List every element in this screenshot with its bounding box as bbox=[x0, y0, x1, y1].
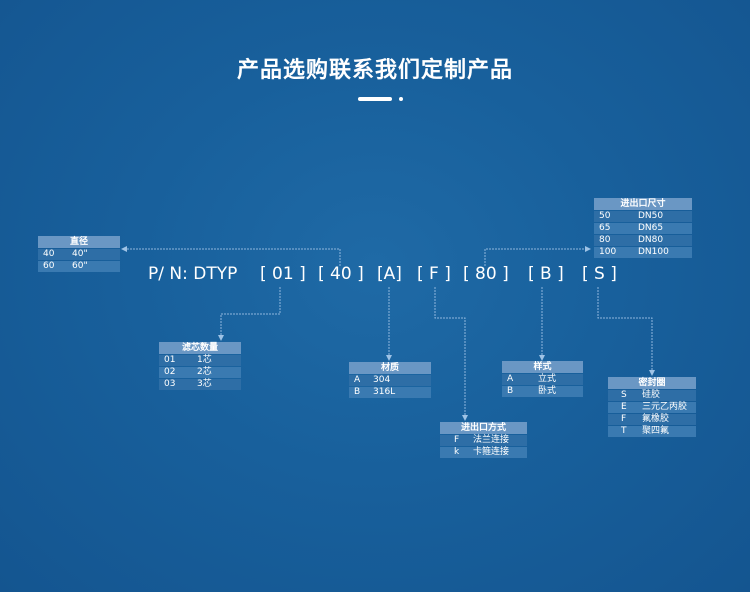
pn-seg-inlet-method: [ F ] bbox=[417, 264, 451, 284]
pn-seg-diameter: [ 40 ] bbox=[318, 264, 364, 284]
style-header: 样式 bbox=[502, 361, 583, 373]
pn-seg-material: [A] bbox=[377, 264, 402, 284]
line-diameter bbox=[121, 246, 341, 266]
line-inlet-size bbox=[484, 246, 591, 266]
pn-seg-seal: [ S ] bbox=[582, 264, 617, 284]
line-cores bbox=[218, 287, 281, 341]
cores-header: 滤芯数量 bbox=[159, 342, 241, 354]
title-underline bbox=[358, 97, 392, 101]
page-title: 产品选购联系我们定制产品 bbox=[236, 58, 513, 83]
pn-seg-inlet-size: [ 80 ] bbox=[463, 264, 509, 284]
diameter-header: 直径 bbox=[38, 236, 120, 248]
pn-seg-style: [ B ] bbox=[528, 264, 564, 284]
line-inlet-method bbox=[434, 287, 468, 421]
seal-header: 密封圈 bbox=[608, 377, 696, 389]
material-header: 材质 bbox=[349, 362, 431, 374]
line-seal bbox=[597, 287, 655, 376]
pn-prefix: P/ N: DTYP bbox=[148, 264, 238, 284]
title-dot bbox=[399, 97, 403, 101]
inlet-method-header: 进出口方式 bbox=[440, 422, 527, 434]
inlet-size-header: 进出口尺寸 bbox=[594, 198, 692, 210]
pn-seg-cores: [ 01 ] bbox=[260, 264, 306, 284]
